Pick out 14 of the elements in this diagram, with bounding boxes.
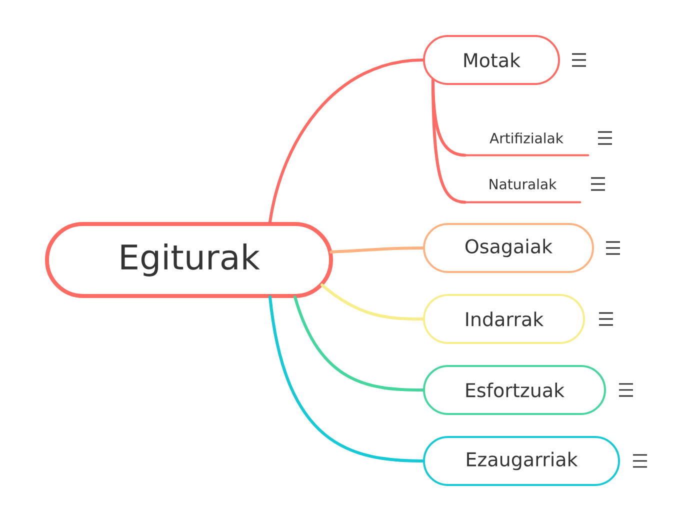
underlined-topic: Artifizialak bbox=[464, 132, 590, 156]
branch-line bbox=[432, 78, 466, 204]
subtopic-box: Ezaugarriak bbox=[423, 436, 620, 486]
branch-line bbox=[268, 58, 424, 224]
subtopic-box: Motak bbox=[423, 35, 560, 85]
branch-line bbox=[330, 246, 424, 254]
underlined-topic: Naturalak bbox=[464, 178, 582, 204]
subtopic-box: Esfortzuak bbox=[423, 364, 606, 415]
topic-box: Egiturak bbox=[45, 222, 333, 298]
subtopic-box: Osagaiak bbox=[423, 223, 594, 273]
subtopic-box: Indarrak bbox=[423, 294, 585, 344]
branch-line bbox=[294, 296, 424, 392]
branch-line bbox=[268, 296, 424, 462]
branch-line bbox=[320, 284, 424, 320]
